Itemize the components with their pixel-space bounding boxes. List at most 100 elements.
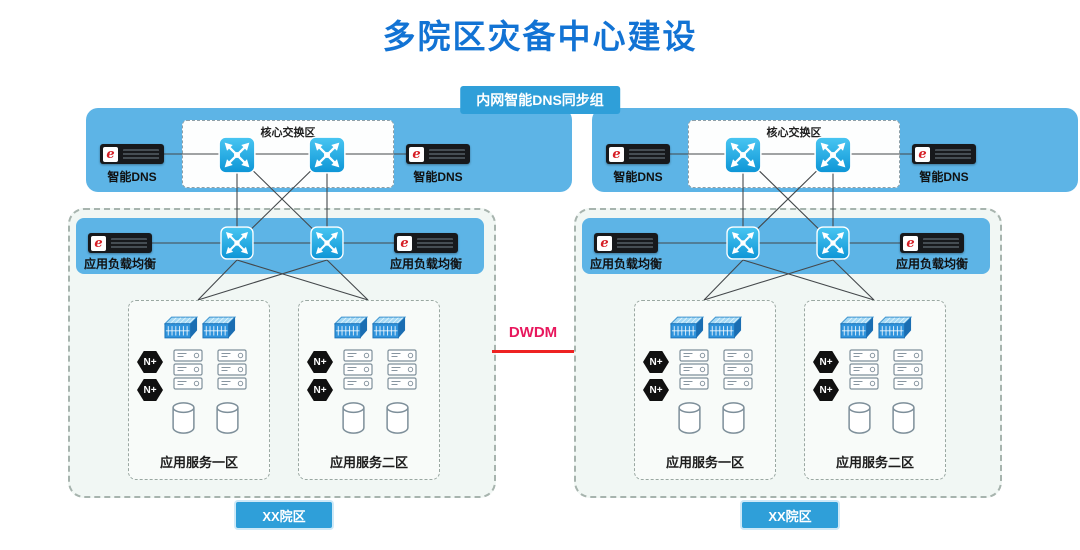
switch-icon xyxy=(218,136,256,174)
appliance-vents xyxy=(429,148,465,160)
dwdm-label: DWDM xyxy=(508,324,558,341)
page-title: 多院区灾备中心建设 xyxy=(382,18,698,55)
n-plus-text: N+ xyxy=(143,356,157,368)
appliance-vents xyxy=(111,237,147,249)
vendor-logo-letter: e xyxy=(106,146,115,162)
zone-label: 应用服务一区 xyxy=(665,455,744,470)
core-switch-label: 核心交换区 xyxy=(260,127,316,139)
vendor-logo-icon: e xyxy=(409,146,424,162)
core-switch-area: 核心交换区 xyxy=(688,120,900,188)
dns-appliance-icon: e xyxy=(912,144,976,164)
appliance-vents xyxy=(617,237,653,249)
stacked-switch-icon xyxy=(372,315,406,340)
service-zone: N+ N+ 应用服务一区 xyxy=(634,300,776,480)
n-plus-text: N+ xyxy=(819,384,833,396)
vendor-logo-letter: e xyxy=(906,235,915,251)
dns-appliance-icon: e xyxy=(606,144,670,164)
stacked-switch-icon xyxy=(202,315,236,340)
appliance-vents xyxy=(629,148,665,160)
appliance-vents xyxy=(923,237,959,249)
core-switch-label: 核心交换区 xyxy=(766,127,822,139)
n-plus-text: N+ xyxy=(819,356,833,368)
zone-label: 应用服务二区 xyxy=(329,455,408,470)
database-icon xyxy=(385,401,410,435)
dns-appliance-label: 智能DNS xyxy=(919,170,969,184)
n-plus-badge: N+ xyxy=(813,351,839,373)
n-plus-badge: N+ xyxy=(137,379,163,401)
vendor-logo-icon: e xyxy=(609,146,624,162)
lb-appliance-icon: e xyxy=(88,233,152,253)
database-icon xyxy=(891,401,916,435)
n-plus-text: N+ xyxy=(313,384,327,396)
lb-appliance-icon: e xyxy=(394,233,458,253)
server-rack-icon xyxy=(723,349,753,391)
dns-appliance-label: 智能DNS xyxy=(413,170,463,184)
dns-sync-group-label: 内网智能DNS同步组 xyxy=(460,86,620,114)
lb-appliance-label: 应用负载均衡 xyxy=(389,257,462,271)
lb-appliance-label: 应用负载均衡 xyxy=(83,257,156,271)
dns-appliance-label: 智能DNS xyxy=(613,170,663,184)
database-icon xyxy=(677,401,702,435)
stacked-switch-icon xyxy=(878,315,912,340)
campus-label: XX院区 xyxy=(234,500,334,530)
service-zone: N+ N+ 应用服务二区 xyxy=(804,300,946,480)
server-rack-icon xyxy=(343,349,373,391)
switch-icon xyxy=(724,136,762,174)
vendor-logo-icon: e xyxy=(597,235,612,251)
appliance-vents xyxy=(417,237,453,249)
database-icon xyxy=(847,401,872,435)
vendor-logo-icon: e xyxy=(915,146,930,162)
database-icon xyxy=(721,401,746,435)
zone-label: 应用服务一区 xyxy=(159,455,238,470)
database-icon xyxy=(215,401,240,435)
server-rack-icon xyxy=(217,349,247,391)
vendor-logo-icon: e xyxy=(91,235,106,251)
database-icon xyxy=(171,401,196,435)
service-zone: N+ N+ 应用服务二区 xyxy=(298,300,440,480)
vendor-logo-letter: e xyxy=(600,235,609,251)
lb-appliance-label: 应用负载均衡 xyxy=(589,257,662,271)
n-plus-badge: N+ xyxy=(813,379,839,401)
dwdm-link-line xyxy=(492,350,574,353)
vendor-logo-letter: e xyxy=(918,146,927,162)
zone-label: 应用服务二区 xyxy=(835,455,914,470)
vendor-logo-letter: e xyxy=(612,146,621,162)
server-rack-icon xyxy=(849,349,879,391)
dns-appliance-icon: e xyxy=(406,144,470,164)
appliance-vents xyxy=(935,148,971,160)
switch-icon xyxy=(814,136,852,174)
switch-icon xyxy=(816,226,850,260)
switch-icon xyxy=(220,226,254,260)
n-plus-badge: N+ xyxy=(643,351,669,373)
dns-appliance-icon: e xyxy=(100,144,164,164)
vendor-logo-letter: e xyxy=(94,235,103,251)
n-plus-badge: N+ xyxy=(643,379,669,401)
campus-left: 核心交换区 e 智能DNS e 智能DNS xyxy=(64,100,576,545)
switch-icon xyxy=(308,136,346,174)
n-plus-badge: N+ xyxy=(307,379,333,401)
n-plus-text: N+ xyxy=(649,384,663,396)
vendor-logo-icon: e xyxy=(103,146,118,162)
n-plus-text: N+ xyxy=(313,356,327,368)
n-plus-badge: N+ xyxy=(307,351,333,373)
n-plus-text: N+ xyxy=(143,384,157,396)
stacked-switch-icon xyxy=(164,315,198,340)
vendor-logo-letter: e xyxy=(412,146,421,162)
n-plus-text: N+ xyxy=(649,356,663,368)
server-rack-icon xyxy=(893,349,923,391)
vendor-logo-icon: e xyxy=(903,235,918,251)
database-icon xyxy=(341,401,366,435)
server-rack-icon xyxy=(387,349,417,391)
campus-label: XX院区 xyxy=(740,500,840,530)
appliance-vents xyxy=(123,148,159,160)
stacked-switch-icon xyxy=(670,315,704,340)
switch-icon xyxy=(310,226,344,260)
stacked-switch-icon xyxy=(334,315,368,340)
campus-right: 核心交换区 e 智能DNS e 智能DNS xyxy=(570,100,1080,545)
service-zone: N+ N+ 应用服务一区 xyxy=(128,300,270,480)
n-plus-badge: N+ xyxy=(137,351,163,373)
lb-appliance-icon: e xyxy=(900,233,964,253)
stacked-switch-icon xyxy=(708,315,742,340)
vendor-logo-icon: e xyxy=(397,235,412,251)
